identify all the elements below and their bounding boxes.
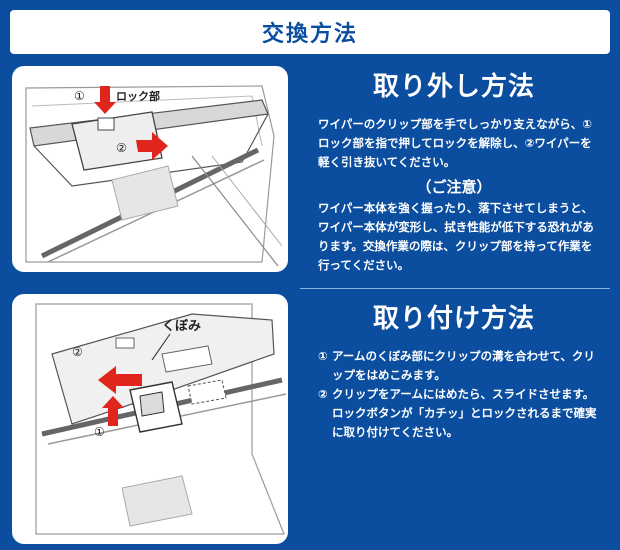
step-1-number: ① bbox=[318, 349, 328, 363]
install-step-1: ① アームのくぼみ部にクリップの溝を合わせて、クリップをはめこみます。 bbox=[318, 347, 600, 385]
slide-arrow-icon bbox=[98, 366, 142, 394]
pull-arrow-icon bbox=[136, 132, 168, 160]
dimple-label: くぼみ bbox=[162, 319, 201, 334]
press-arrow-icon bbox=[94, 86, 116, 114]
header-title: 交換方法 bbox=[261, 22, 358, 47]
notice-text: ワイパー本体を強く握ったり、落下させてしまうと、ワイパー本体が変形し、拭き性能が… bbox=[318, 201, 594, 272]
removal-section: 取り外し方法 ワイパーのクリップ部を手でしっかり支えながら、①ロック部を指で押し… bbox=[298, 66, 610, 275]
install-marker-2: ② bbox=[72, 345, 83, 359]
step-2-text: クリップをアームにはめたら、スライドさせます。ロックボタンが「カチッ」とロックさ… bbox=[332, 387, 597, 439]
insert-arrow-icon bbox=[102, 396, 124, 426]
step-1-text: アームのくぼみ部にクリップの溝を合わせて、クリップをはめこみます。 bbox=[332, 349, 595, 382]
section-divider bbox=[300, 288, 610, 289]
install-steps: ① アームのくぼみ部にクリップの溝を合わせて、クリップをはめこみます。 ② クリ… bbox=[298, 347, 610, 442]
install-section: 取り付け方法 ① アームのくぼみ部にクリップの溝を合わせて、クリップをはめこみま… bbox=[298, 298, 610, 442]
install-diagram: ② ① くぼみ bbox=[35, 303, 287, 535]
notice-title: （ご注意） bbox=[416, 178, 492, 196]
marker-1: ① bbox=[74, 89, 85, 103]
removal-diagram: ① ロック部 ② bbox=[25, 85, 283, 267]
header-banner: 交換方法 bbox=[10, 10, 610, 54]
marker-2: ② bbox=[116, 141, 127, 155]
install-marker-1: ① bbox=[94, 425, 105, 439]
install-title: 取り付け方法 bbox=[372, 304, 535, 334]
removal-illustration: ① ロック部 ② bbox=[12, 66, 288, 272]
install-illustration: ② ① くぼみ bbox=[12, 294, 288, 544]
removal-text: ワイパーのクリップ部を手でしっかり支えながら、①ロック部を指で押してロックを解除… bbox=[318, 117, 593, 169]
lock-label: ロック部 bbox=[116, 89, 160, 103]
install-step-2: ② クリップをアームにはめたら、スライドさせます。ロックボタンが「カチッ」とロッ… bbox=[318, 385, 600, 442]
removal-title: 取り外し方法 bbox=[372, 72, 535, 102]
step-2-number: ② bbox=[318, 387, 328, 401]
